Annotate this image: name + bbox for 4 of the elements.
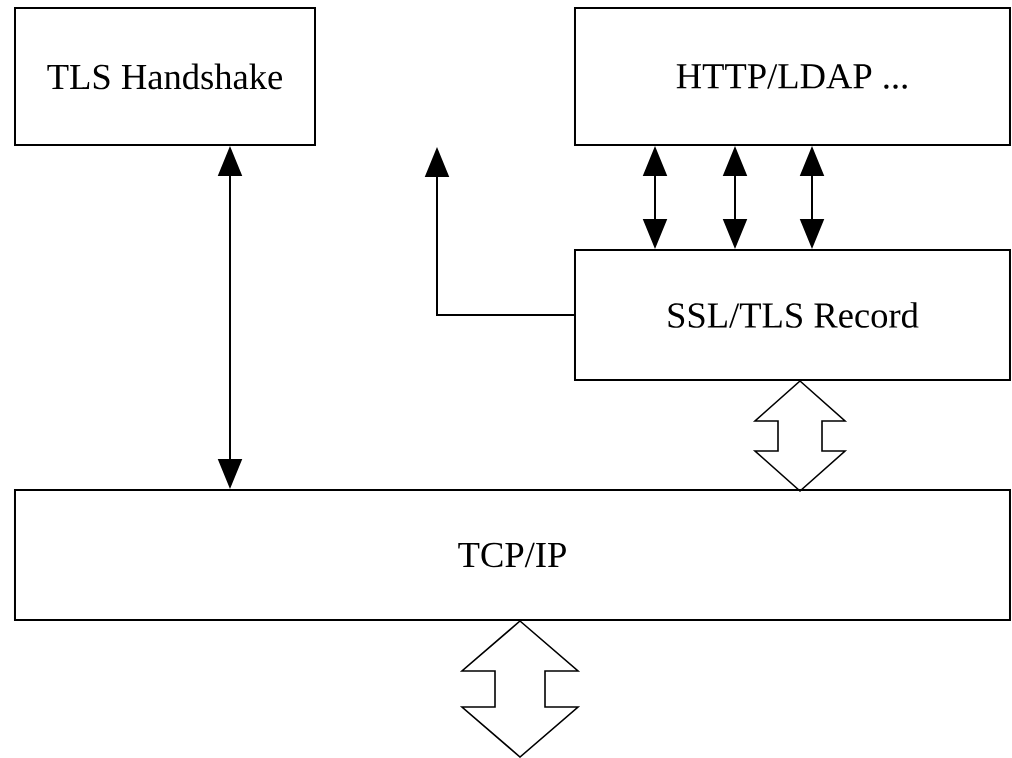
layer-box: TCP/IP — [14, 489, 1011, 621]
layer-box: TLS Handshake — [14, 7, 316, 146]
layer-box: SSL/TLS Record — [574, 249, 1011, 381]
layer-box: HTTP/LDAP ... — [574, 7, 1011, 146]
